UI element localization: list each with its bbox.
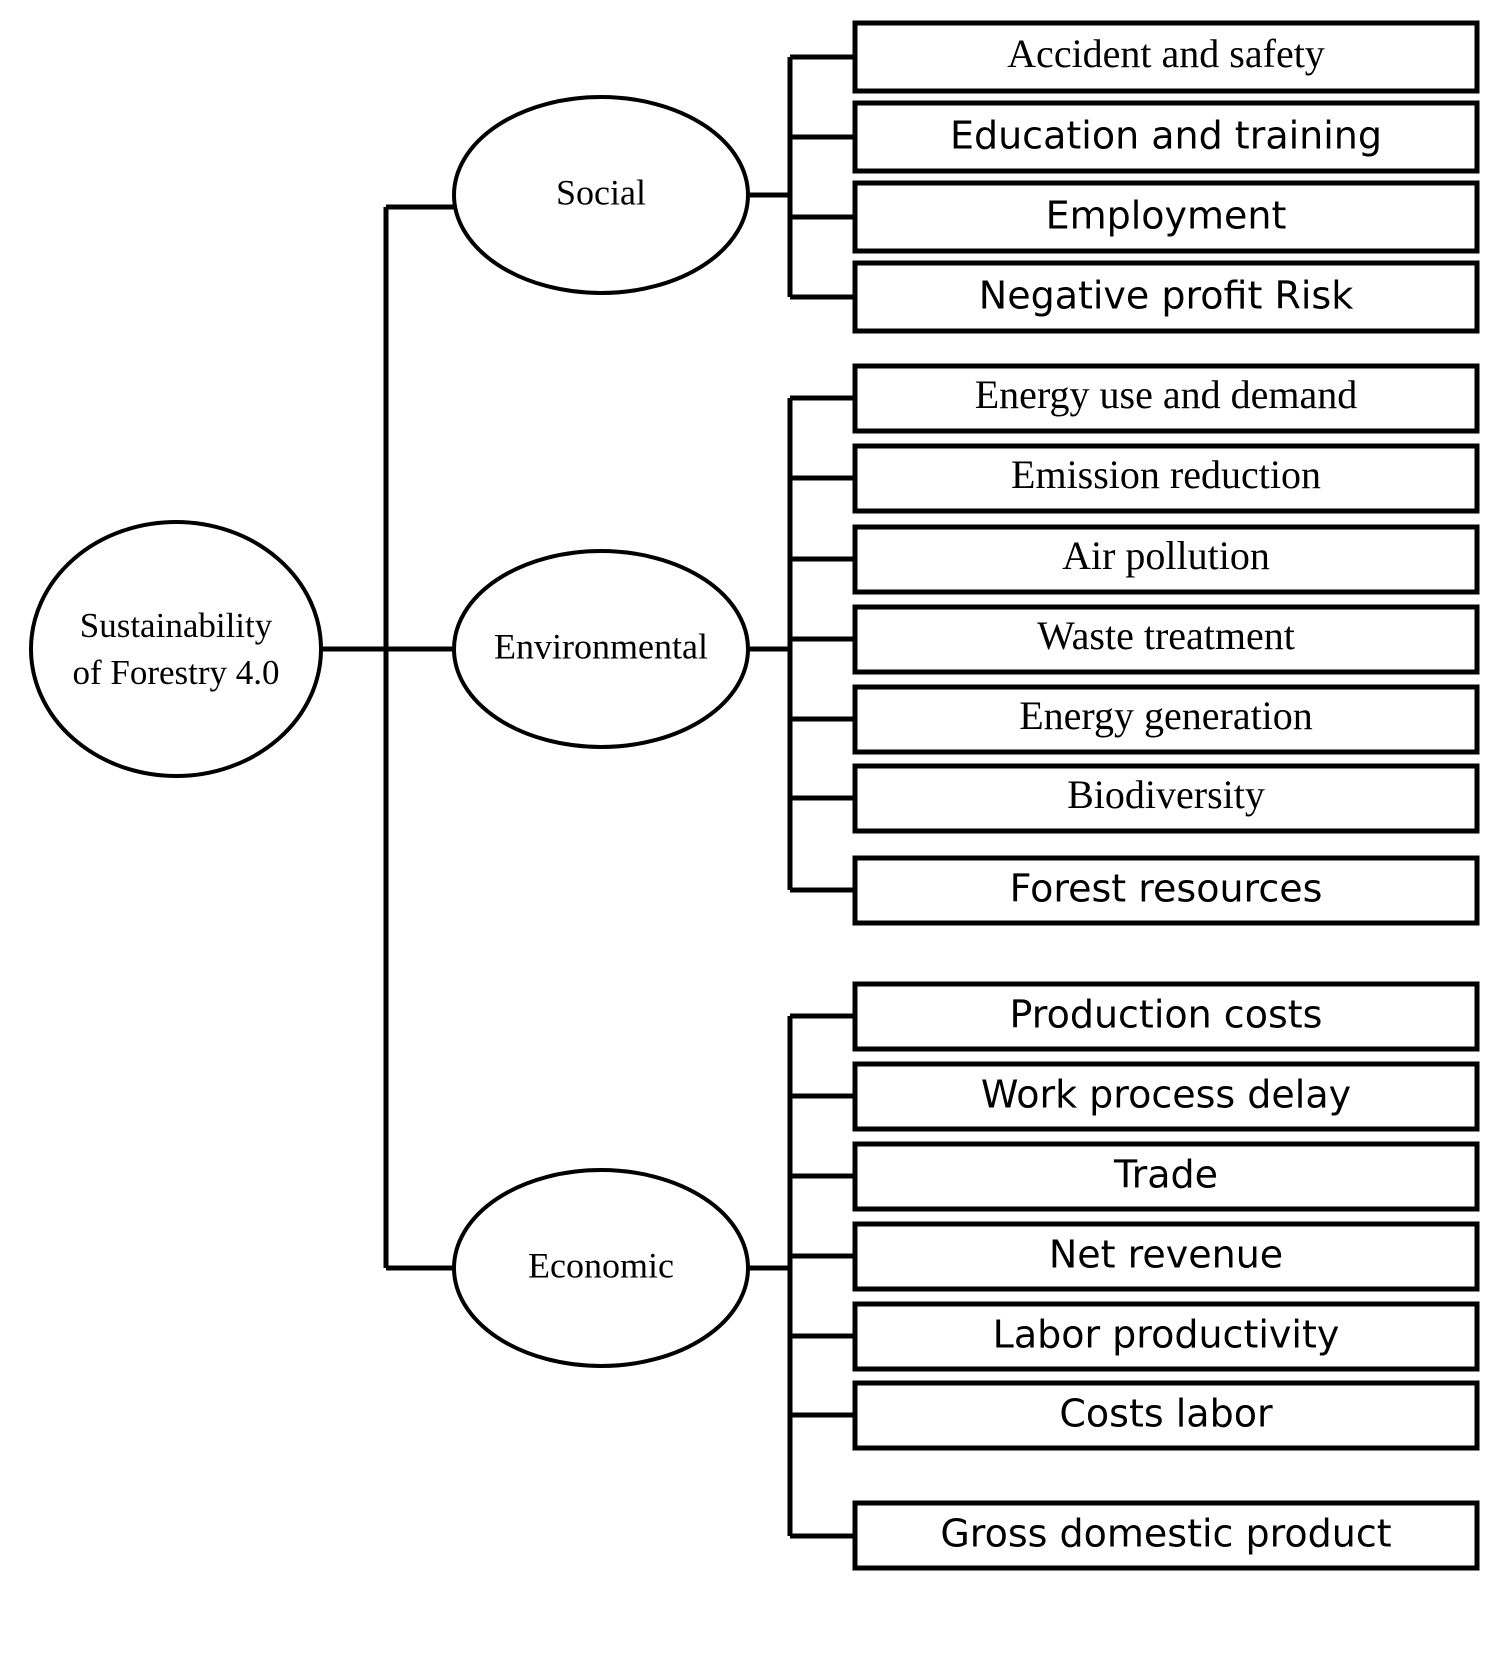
leaf-box[interactable]: Costs labor	[852, 1380, 1480, 1451]
leaf-box[interactable]: Production costs	[852, 981, 1480, 1052]
leaf-box[interactable]: Waste treatment	[852, 604, 1480, 675]
leaf-box[interactable]: Emission reduction	[852, 443, 1480, 514]
root-node-label-line1: Sustainability	[80, 606, 273, 645]
branch-social-connectors	[748, 54, 857, 300]
leaf-label-environmental-5: Biodiversity	[1067, 772, 1265, 817]
leaf-box[interactable]: Employment	[852, 180, 1480, 254]
economic-leaf-boxes: Production costs Work process delay Trad…	[852, 981, 1480, 1571]
leaf-rect-environmental-2[interactable]	[852, 524, 1480, 595]
leaf-label-environmental-6: Forest resources	[1010, 867, 1323, 911]
branch-node-environmental[interactable]: Environmental	[452, 549, 750, 749]
branch-environmental-label: Environmental	[494, 626, 708, 666]
branch-node-economic[interactable]: Economic	[452, 1168, 750, 1368]
leaf-label-environmental-4: Energy generation	[1019, 693, 1313, 738]
leaf-label-economic-6: Gross domestic product	[940, 1512, 1391, 1556]
leaf-box[interactable]: Forest resources	[852, 855, 1480, 926]
leaf-label-economic-4: Labor productivity	[993, 1313, 1340, 1357]
leaf-rect-environmental-6[interactable]	[852, 855, 1480, 926]
leaf-box[interactable]: Energy use and demand	[852, 363, 1480, 434]
leaf-rect-environmental-0[interactable]	[852, 363, 1480, 434]
branch-economic-label: Economic	[528, 1245, 674, 1285]
branch-social-label: Social	[556, 172, 646, 212]
leaf-label-social-1: Education and training	[950, 114, 1382, 158]
leaf-label-economic-5: Costs labor	[1059, 1392, 1273, 1436]
root-node-label-line2: of Forestry 4.0	[72, 653, 279, 692]
leaf-rect-economic-3[interactable]	[852, 1221, 1480, 1292]
leaf-box[interactable]: Energy generation	[852, 684, 1480, 755]
leaf-box[interactable]: Education and training	[852, 100, 1480, 174]
leaf-rect-social-3[interactable]	[852, 260, 1480, 334]
leaf-box[interactable]: Trade	[852, 1141, 1480, 1212]
branch-economic-connectors	[748, 1013, 857, 1539]
root-node[interactable]: Sustainability of Forestry 4.0	[29, 520, 323, 778]
leaf-rect-social-0[interactable]	[852, 20, 1480, 94]
leaf-label-social-2: Employment	[1046, 194, 1287, 238]
leaf-box[interactable]: Net revenue	[852, 1221, 1480, 1292]
leaf-rect-economic-0[interactable]	[852, 981, 1480, 1052]
leaf-rect-social-1[interactable]	[852, 100, 1480, 174]
leaf-box[interactable]: Air pollution	[852, 524, 1480, 595]
leaf-rect-economic-5[interactable]	[852, 1380, 1480, 1451]
leaf-rect-environmental-3[interactable]	[852, 604, 1480, 675]
environmental-leaf-boxes: Energy use and demand Emission reduction…	[852, 363, 1480, 926]
social-leaf-boxes: Accident and safety Education and traini…	[852, 20, 1480, 334]
leaf-label-economic-1: Work process delay	[981, 1073, 1351, 1117]
leaf-label-environmental-2: Air pollution	[1062, 533, 1270, 578]
leaf-label-economic-0: Production costs	[1010, 993, 1323, 1037]
leaf-label-environmental-3: Waste treatment	[1037, 613, 1295, 658]
root-node-ellipse[interactable]	[29, 520, 323, 778]
leaf-rect-environmental-5[interactable]	[852, 763, 1480, 834]
leaf-box[interactable]: Labor productivity	[852, 1301, 1480, 1372]
branch-node-social[interactable]: Social	[452, 95, 750, 295]
leaf-box[interactable]: Gross domestic product	[852, 1500, 1480, 1571]
leaf-rect-economic-1[interactable]	[852, 1061, 1480, 1132]
branch-environmental-connectors	[748, 395, 857, 893]
leaf-rect-social-2[interactable]	[852, 180, 1480, 254]
leaf-box[interactable]: Negative profit Risk	[852, 260, 1480, 334]
leaf-label-environmental-1: Emission reduction	[1011, 452, 1321, 497]
leaf-rect-economic-2[interactable]	[852, 1141, 1480, 1212]
leaf-label-social-0: Accident and safety	[1007, 31, 1325, 76]
leaf-box[interactable]: Accident and safety	[852, 20, 1480, 94]
leaf-box[interactable]: Biodiversity	[852, 763, 1480, 834]
leaf-label-economic-2: Trade	[1113, 1153, 1218, 1197]
leaf-label-environmental-0: Energy use and demand	[975, 372, 1357, 417]
leaf-rect-environmental-1[interactable]	[852, 443, 1480, 514]
leaf-box[interactable]: Work process delay	[852, 1061, 1480, 1132]
leaf-rect-environmental-4[interactable]	[852, 684, 1480, 755]
leaf-label-social-3: Negative profit Risk	[979, 274, 1353, 318]
main-trunk-connector	[318, 204, 455, 1271]
leaf-rect-economic-4[interactable]	[852, 1301, 1480, 1372]
leaf-rect-economic-6[interactable]	[852, 1500, 1480, 1571]
leaf-label-economic-3: Net revenue	[1049, 1233, 1283, 1277]
